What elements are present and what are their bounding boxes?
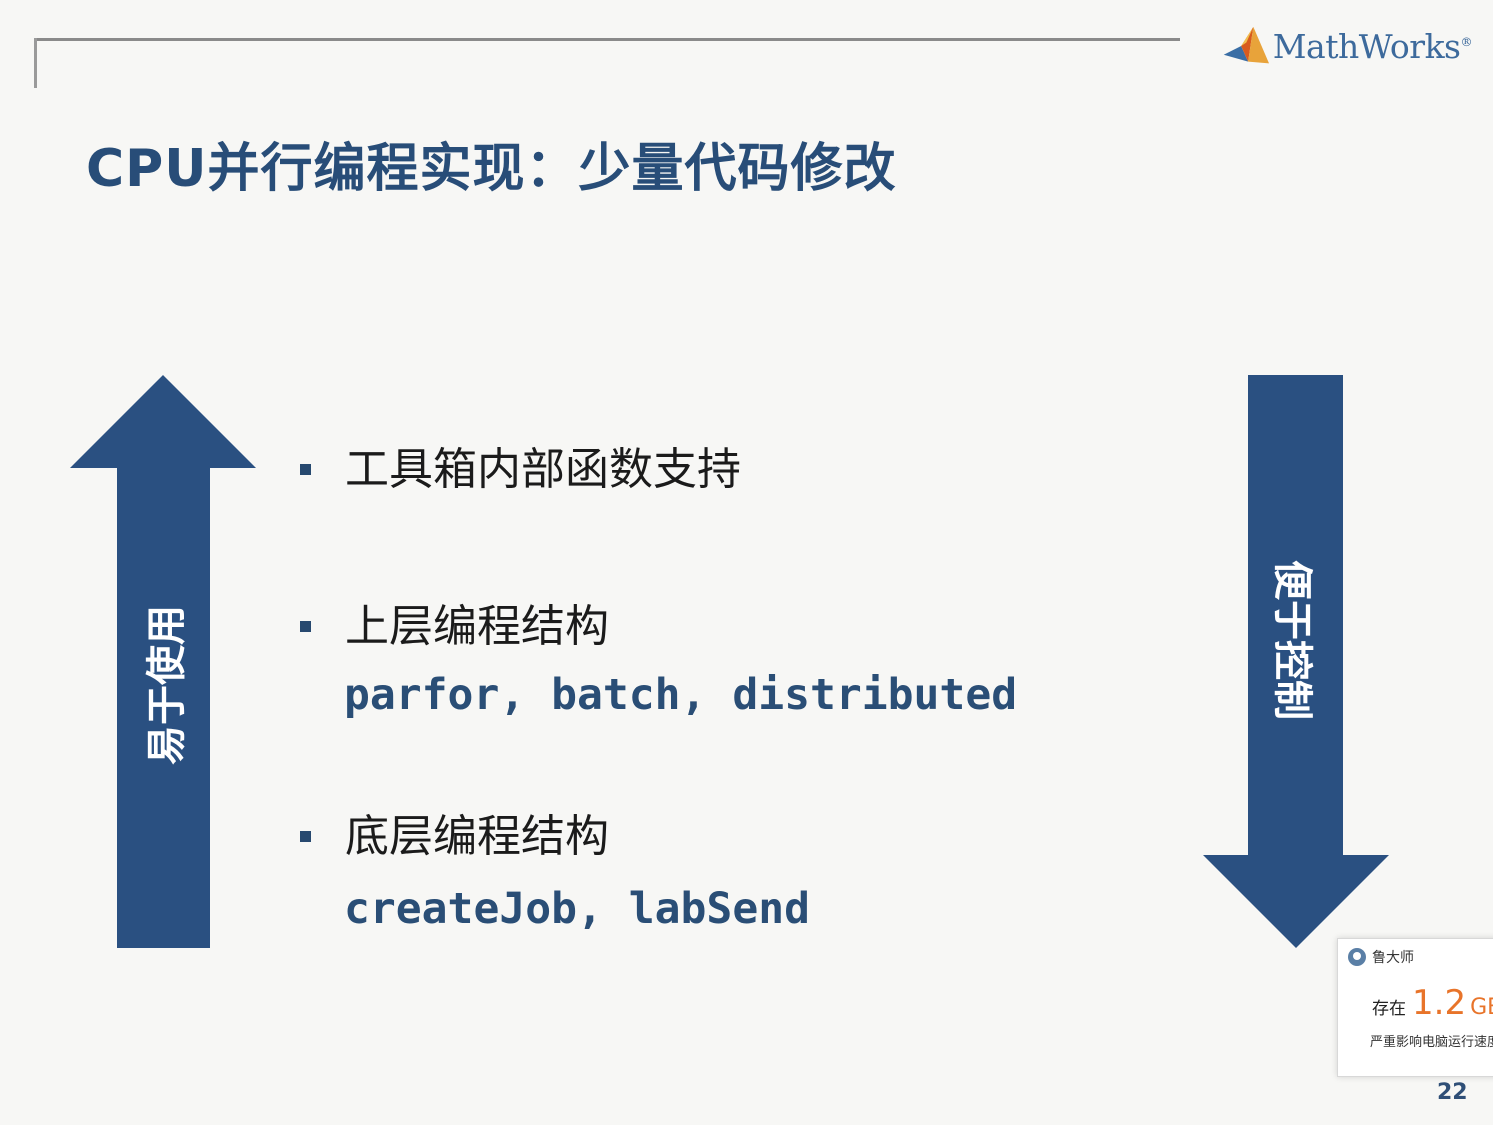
notification-size-line: 存在 1.2 GB: [1372, 983, 1493, 1023]
bullet-item: 底层编程结构: [300, 807, 609, 867]
bullet-text: 底层编程结构: [345, 811, 609, 862]
page-number: 22: [1437, 1080, 1468, 1105]
notification-label: 存在: [1372, 999, 1406, 1019]
bullet-text: 上层编程结构: [345, 601, 609, 652]
left-arrow-label: 易于使用: [144, 605, 190, 765]
code-example: createJob, labSend: [344, 884, 810, 934]
bullet-item: 工具箱内部函数支持: [300, 440, 741, 500]
up-arrow: [70, 375, 256, 948]
app-logo-icon: [1348, 948, 1366, 966]
mathworks-logo: MathWorks®: [1222, 16, 1472, 76]
bullet-square-icon: [300, 831, 311, 842]
slide-title: CPU并行编程实现：少量代码修改: [86, 139, 897, 199]
right-arrow-label: 便于控制: [1269, 560, 1315, 720]
notification-app-name: 鲁大师: [1372, 950, 1414, 966]
notification-size-value: 1.2: [1412, 983, 1467, 1023]
bullet-text: 工具箱内部函数支持: [345, 444, 741, 495]
code-example: parfor, batch, distributed: [344, 670, 1018, 720]
notification-header: 鲁大师: [1348, 947, 1414, 967]
down-arrow: [1203, 375, 1389, 948]
notification-size-unit: GB: [1470, 995, 1493, 1020]
bullet-square-icon: [300, 621, 311, 632]
notification-popup[interactable]: 鲁大师 存在 1.2 GB 严重影响电脑运行速度: [1337, 938, 1493, 1077]
header-rule: [34, 38, 1180, 41]
bullet-square-icon: [300, 464, 311, 475]
notification-message: 严重影响电脑运行速度: [1370, 1035, 1493, 1050]
membrane-logo-icon: [1223, 26, 1270, 64]
logo-wordmark: MathWorks®: [1272, 26, 1473, 66]
header-rule-tick: [34, 38, 37, 88]
bullet-item: 上层编程结构: [300, 597, 609, 657]
